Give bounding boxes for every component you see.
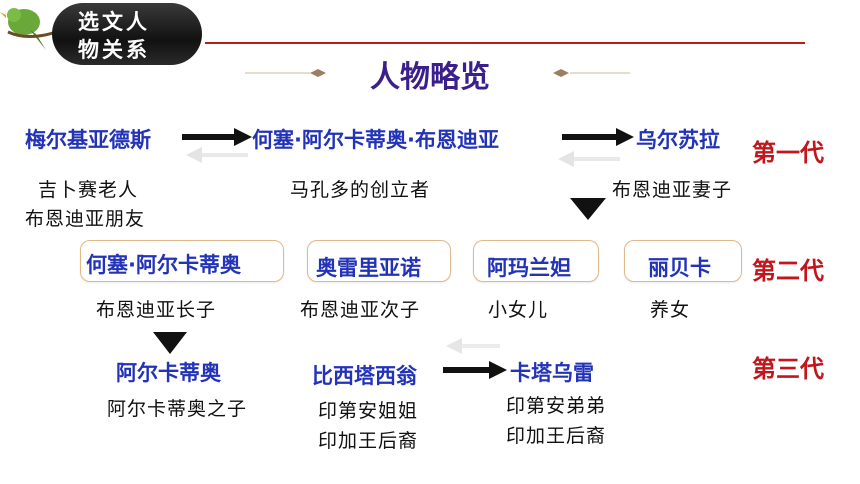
arrow-jose-to-ursula	[562, 128, 634, 146]
desc-aureliano: 布恩迪亚次子	[300, 299, 421, 321]
name-visitacion: 比西塔西翁	[312, 364, 417, 388]
arrow-down-to-gen3	[153, 332, 187, 354]
name-aureliano: 奥雷里亚诺	[316, 256, 421, 280]
name-jose-arcadio-buendia: 何塞·阿尔卡蒂奥·布恩迪亚	[252, 128, 499, 152]
box-amaranta	[473, 240, 599, 282]
name-cataure: 卡塔乌雷	[510, 361, 594, 385]
name-ursula: 乌尔苏拉	[636, 128, 720, 152]
desc-visitacion-1: 印第安姐姐	[318, 400, 419, 422]
name-jose-arcadio: 何塞·阿尔卡蒂奥	[86, 253, 241, 277]
desc-visitacion-2: 印加王后裔	[318, 430, 419, 452]
name-amaranta: 阿玛兰妲	[487, 256, 571, 280]
desc-melquiades-2: 布恩迪亚朋友	[25, 208, 146, 230]
badge-text-line-1: 选文人	[78, 10, 150, 34]
desc-cataure-2: 印加王后裔	[506, 425, 607, 447]
section-badge	[52, 3, 202, 65]
arrow-melquiades-to-jose	[182, 128, 252, 146]
box-jose-arcadio	[80, 240, 284, 282]
name-arcadio: 阿尔卡蒂奥	[116, 361, 221, 385]
arrow-back-above-visitacion	[446, 338, 500, 354]
label-second-generation: 第二代	[752, 257, 824, 285]
desc-cataure-1: 印第安弟弟	[506, 395, 607, 417]
arrow-down-to-gen2	[570, 198, 606, 220]
desc-melquiades-1: 吉卜赛老人	[38, 179, 139, 201]
box-aureliano	[307, 240, 451, 282]
header-rule	[205, 42, 805, 44]
arrow-back-under-melquiades	[186, 147, 248, 163]
desc-amaranta: 小女儿	[488, 299, 549, 321]
page-title: 人物略览	[370, 60, 490, 95]
box-rebeca	[624, 240, 742, 282]
label-first-generation: 第一代	[752, 139, 824, 167]
title-left-flourish	[245, 69, 326, 77]
desc-jose-arcadio: 布恩迪亚长子	[96, 299, 217, 321]
label-third-generation: 第三代	[752, 355, 824, 383]
desc-rebeca: 养女	[650, 299, 691, 321]
desc-arcadio: 阿尔卡蒂奥之子	[107, 398, 248, 420]
name-rebeca: 丽贝卡	[648, 256, 711, 280]
title-right-flourish	[553, 69, 630, 77]
badge-text-line-2: 物关系	[78, 38, 150, 62]
name-melquiades: 梅尔基亚德斯	[25, 128, 151, 152]
desc-ursula: 布恩迪亚妻子	[612, 179, 733, 201]
desc-jose-arcadio-buendia: 马孔多的创立者	[290, 179, 431, 201]
arrow-visitacion-to-cataure	[443, 361, 507, 379]
arrow-back-under-ursula	[558, 151, 620, 167]
